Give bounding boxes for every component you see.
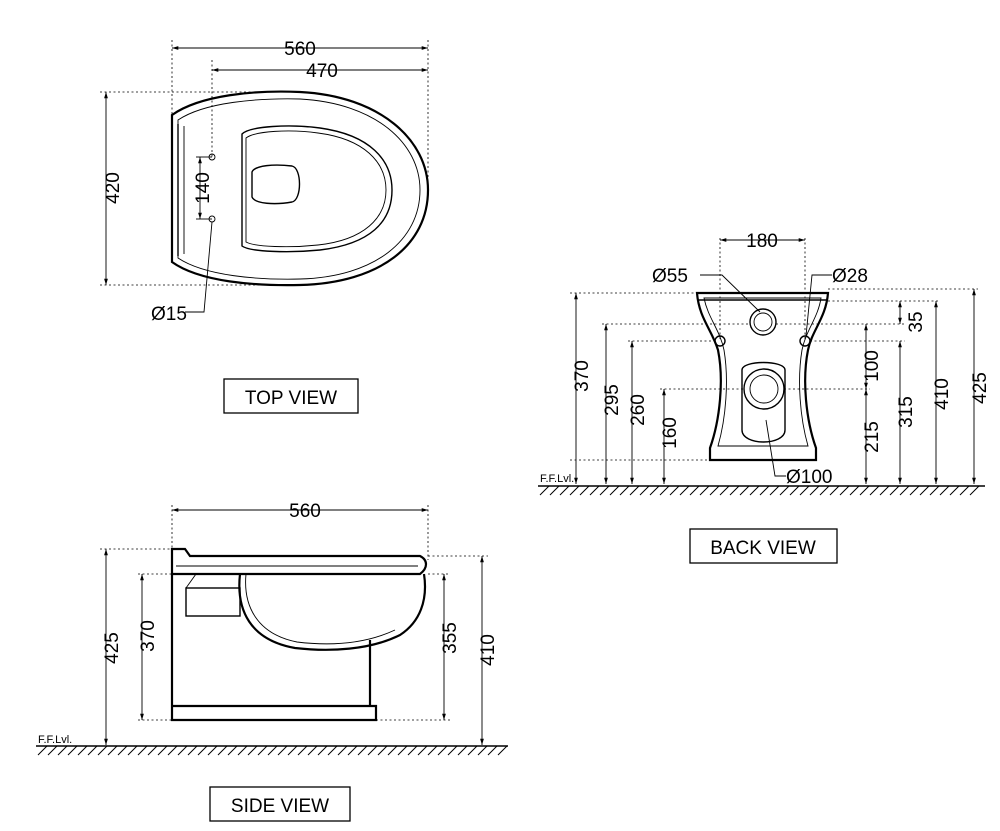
back-dim-dia55: Ø55 <box>652 266 688 287</box>
side-view-seat <box>170 547 428 576</box>
side-dim-560: 560 <box>289 501 321 522</box>
top-view-bowl <box>241 125 393 253</box>
top-dim-560: 560 <box>284 39 316 60</box>
top-dim-420: 420 <box>103 172 124 204</box>
side-dim-355: 355 <box>440 622 461 654</box>
back-floor-label: F.F.Lvl. <box>540 473 574 485</box>
side-view-label-box <box>209 786 351 822</box>
top-dim-470: 470 <box>306 61 338 82</box>
back-dim-160: 160 <box>660 417 681 449</box>
back-inlet <box>749 308 777 336</box>
back-dim-315: 315 <box>896 396 917 428</box>
back-dim-dia100: Ø100 <box>786 467 832 488</box>
back-dim-410: 410 <box>932 378 953 410</box>
side-view-back-block <box>185 587 241 617</box>
back-dim-35: 35 <box>906 311 927 332</box>
back-view-label: BACK VIEW <box>710 538 816 559</box>
top-view-label-box <box>223 378 359 414</box>
top-dim-dia15: Ø15 <box>151 304 187 325</box>
back-view-outline <box>695 291 830 462</box>
back-dim-100: 100 <box>862 350 883 382</box>
side-floor-label: F.F.Lvl. <box>38 734 72 746</box>
side-view-pedestal <box>170 574 378 722</box>
back-dim-370: 370 <box>572 360 593 392</box>
side-floor-hatch <box>37 745 508 756</box>
top-view-outlet <box>251 164 301 205</box>
side-dim-370: 370 <box>138 620 159 652</box>
side-dim-425: 425 <box>102 632 123 664</box>
back-dim-dia28: Ø28 <box>832 266 868 287</box>
top-dim-140: 140 <box>193 172 214 204</box>
side-view-label: SIDE VIEW <box>231 796 329 817</box>
side-view: 560 425 370 355 410 F.F.Lvl. SIDE VIEW <box>36 501 508 822</box>
back-floor-hatch <box>539 485 980 496</box>
top-view: 560 470 420 140 Ø15 TOP VIEW <box>100 39 430 414</box>
back-dim-295: 295 <box>602 384 623 416</box>
top-view-outline <box>170 90 430 287</box>
back-dim-425: 425 <box>970 372 991 404</box>
back-dim-260: 260 <box>628 394 649 426</box>
top-view-label: TOP VIEW <box>245 388 337 409</box>
back-dim-215: 215 <box>862 421 883 453</box>
back-view: 180 Ø55 Ø28 Ø100 370 295 260 160 35 <box>538 231 991 564</box>
back-dim-180: 180 <box>746 231 778 252</box>
back-view-label-box <box>689 528 838 564</box>
side-view-bowl <box>238 573 426 651</box>
back-outlet <box>741 361 786 443</box>
side-dim-410: 410 <box>478 634 499 666</box>
